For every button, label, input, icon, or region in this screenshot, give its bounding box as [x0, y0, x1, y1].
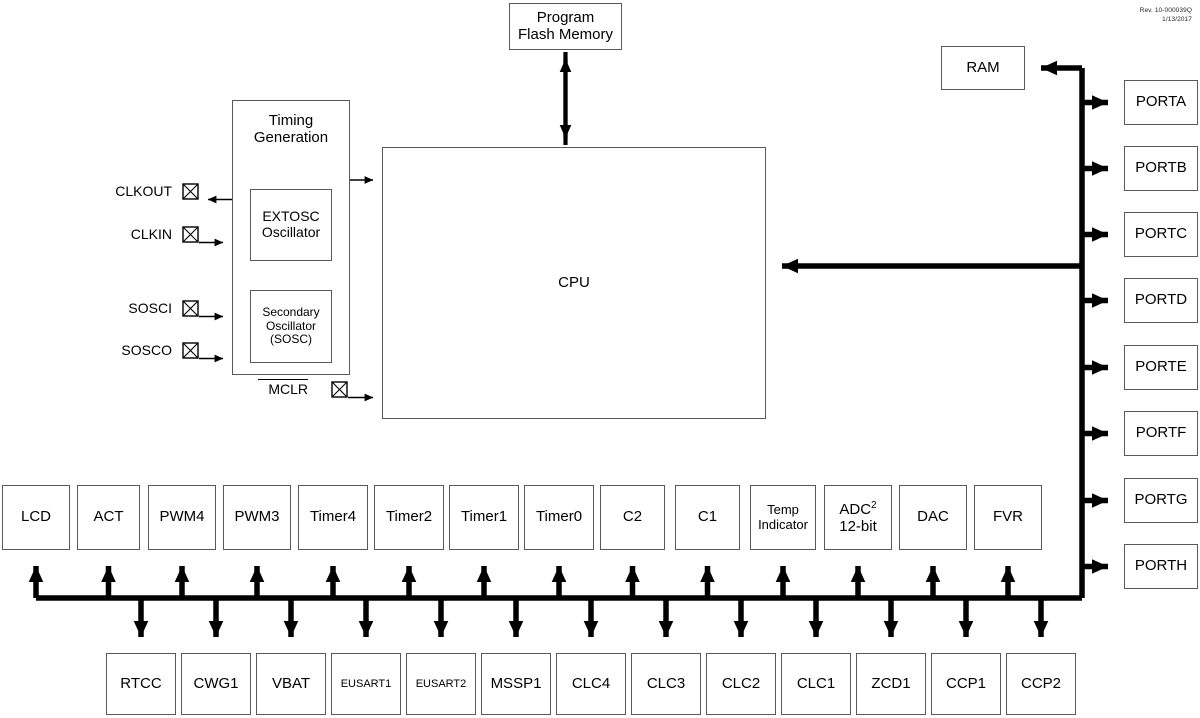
- pin-label-sosci: SOSCI: [128, 300, 172, 316]
- peripheral-block-clc3: CLC3: [631, 653, 701, 715]
- peripheral-label-timer1: Timer1: [460, 508, 508, 526]
- peripheral-label-timer4: Timer4: [309, 508, 357, 526]
- peripheral-block-timer2: Timer2: [374, 485, 444, 550]
- peripheral-label-eusart2: EUSART2: [415, 677, 467, 690]
- port-label-portc: PORTC: [1134, 225, 1188, 243]
- port-block-portb: PORTB: [1124, 146, 1198, 191]
- peripheral-block-zcd1: ZCD1: [856, 653, 926, 715]
- port-block-porte: PORTE: [1124, 345, 1198, 390]
- pin-symbol-sosco: [182, 342, 199, 359]
- pin-label-clkin: CLKIN: [130, 226, 172, 242]
- peripheral-block-rtcc: RTCC: [106, 653, 176, 715]
- peripheral-label-mssp1: MSSP1: [490, 674, 542, 692]
- peripheral-block-dac: DAC: [899, 485, 967, 550]
- port-label-porte: PORTE: [1135, 358, 1187, 376]
- peripheral-block-eusart1: EUSART1: [331, 653, 401, 715]
- peripheral-block-fvr: FVR: [974, 485, 1042, 550]
- port-label-porth: PORTH: [1134, 557, 1188, 575]
- peripheral-label-ccp2: CCP2: [1020, 674, 1061, 692]
- peripheral-block-ccp1: CCP1: [931, 653, 1001, 715]
- pin-label-mclr: MCLR: [258, 379, 308, 397]
- peripheral-block-clc2: CLC2: [706, 653, 776, 715]
- pin-symbol-clkout: [182, 183, 199, 200]
- peripheral-label-lcd: LCD: [20, 508, 51, 526]
- peripheral-label-fvr: FVR: [993, 508, 1023, 526]
- peripheral-label-timer2: Timer2: [385, 508, 433, 526]
- peripheral-label-pwm4: PWM4: [159, 508, 205, 526]
- peripheral-label-cwg1: CWG1: [193, 674, 239, 692]
- peripheral-label-c2: C2: [622, 508, 643, 526]
- port-label-porta: PORTA: [1135, 93, 1187, 111]
- peripheral-label-rtcc: RTCC: [120, 674, 162, 692]
- pin-label-sosco: SOSCO: [121, 342, 172, 358]
- peripheral-block-eusart2: EUSART2: [406, 653, 476, 715]
- peripheral-block-c2: C2: [600, 485, 665, 550]
- peripheral-block-vbat: VBAT: [256, 653, 326, 715]
- peripheral-block-timer1: Timer1: [449, 485, 519, 550]
- revision-date: 1/13/2017: [1162, 16, 1192, 24]
- peripheral-block-act: ACT: [77, 485, 140, 550]
- peripheral-block-clc1: CLC1: [781, 653, 851, 715]
- port-block-portg: PORTG: [1124, 478, 1198, 523]
- pin-symbol-mclr: [331, 381, 348, 398]
- cpu-block: CPU: [382, 147, 766, 419]
- ram-block: RAM: [941, 46, 1025, 90]
- port-block-portf: PORTF: [1124, 411, 1198, 456]
- peripheral-label-timer0: Timer0: [535, 508, 583, 526]
- peripheral-label-clc2: CLC2: [721, 674, 761, 692]
- cpu-label: CPU: [558, 273, 590, 291]
- pin-label-clkout: CLKOUT: [115, 183, 172, 199]
- peripheral-label-clc3: CLC3: [646, 674, 686, 692]
- peripheral-label-eusart1: EUSART1: [340, 677, 392, 690]
- peripheral-label-act: ACT: [93, 508, 124, 526]
- peripheral-label-ccp1: CCP1: [945, 674, 986, 692]
- port-label-portd: PORTD: [1134, 291, 1188, 309]
- timing-generation-group: [232, 100, 350, 375]
- port-label-portb: PORTB: [1135, 159, 1187, 177]
- peripheral-label-pwm3: PWM3: [234, 508, 280, 526]
- peripheral-label-vbat: VBAT: [271, 674, 311, 692]
- peripheral-block-timer4: Timer4: [298, 485, 368, 550]
- pin-symbol-sosci: [182, 300, 199, 317]
- peripheral-block-clc4: CLC4: [556, 653, 626, 715]
- peripheral-block-cwg1: CWG1: [181, 653, 251, 715]
- peripheral-block-lcd: LCD: [2, 485, 70, 550]
- ram-label: RAM: [966, 58, 1000, 76]
- peripheral-block-mssp1: MSSP1: [481, 653, 551, 715]
- peripheral-block-timer0: Timer0: [524, 485, 594, 550]
- port-block-portc: PORTC: [1124, 212, 1198, 257]
- peripheral-label-dac: DAC: [917, 508, 949, 526]
- peripheral-block-pwm3: PWM3: [223, 485, 291, 550]
- port-block-porta: PORTA: [1124, 80, 1198, 125]
- port-block-porth: PORTH: [1124, 544, 1198, 589]
- pin-symbol-clkin: [182, 226, 199, 243]
- revision-note: Rev. 10-000039Q 1/13/2017: [1140, 6, 1192, 25]
- port-label-portg: PORTG: [1134, 491, 1188, 509]
- peripheral-block-ccp2: CCP2: [1006, 653, 1076, 715]
- peripheral-label-zcd1: ZCD1: [871, 674, 911, 692]
- port-label-portf: PORTF: [1135, 424, 1187, 442]
- revision-id: Rev. 10-000039Q: [1139, 7, 1192, 14]
- port-block-portd: PORTD: [1124, 278, 1198, 323]
- peripheral-block-pwm4: PWM4: [148, 485, 216, 550]
- peripheral-label-c1: C1: [697, 508, 718, 526]
- peripheral-label-clc1: CLC1: [796, 674, 836, 692]
- peripheral-block-c1: C1: [675, 485, 740, 550]
- peripheral-label-clc4: CLC4: [571, 674, 611, 692]
